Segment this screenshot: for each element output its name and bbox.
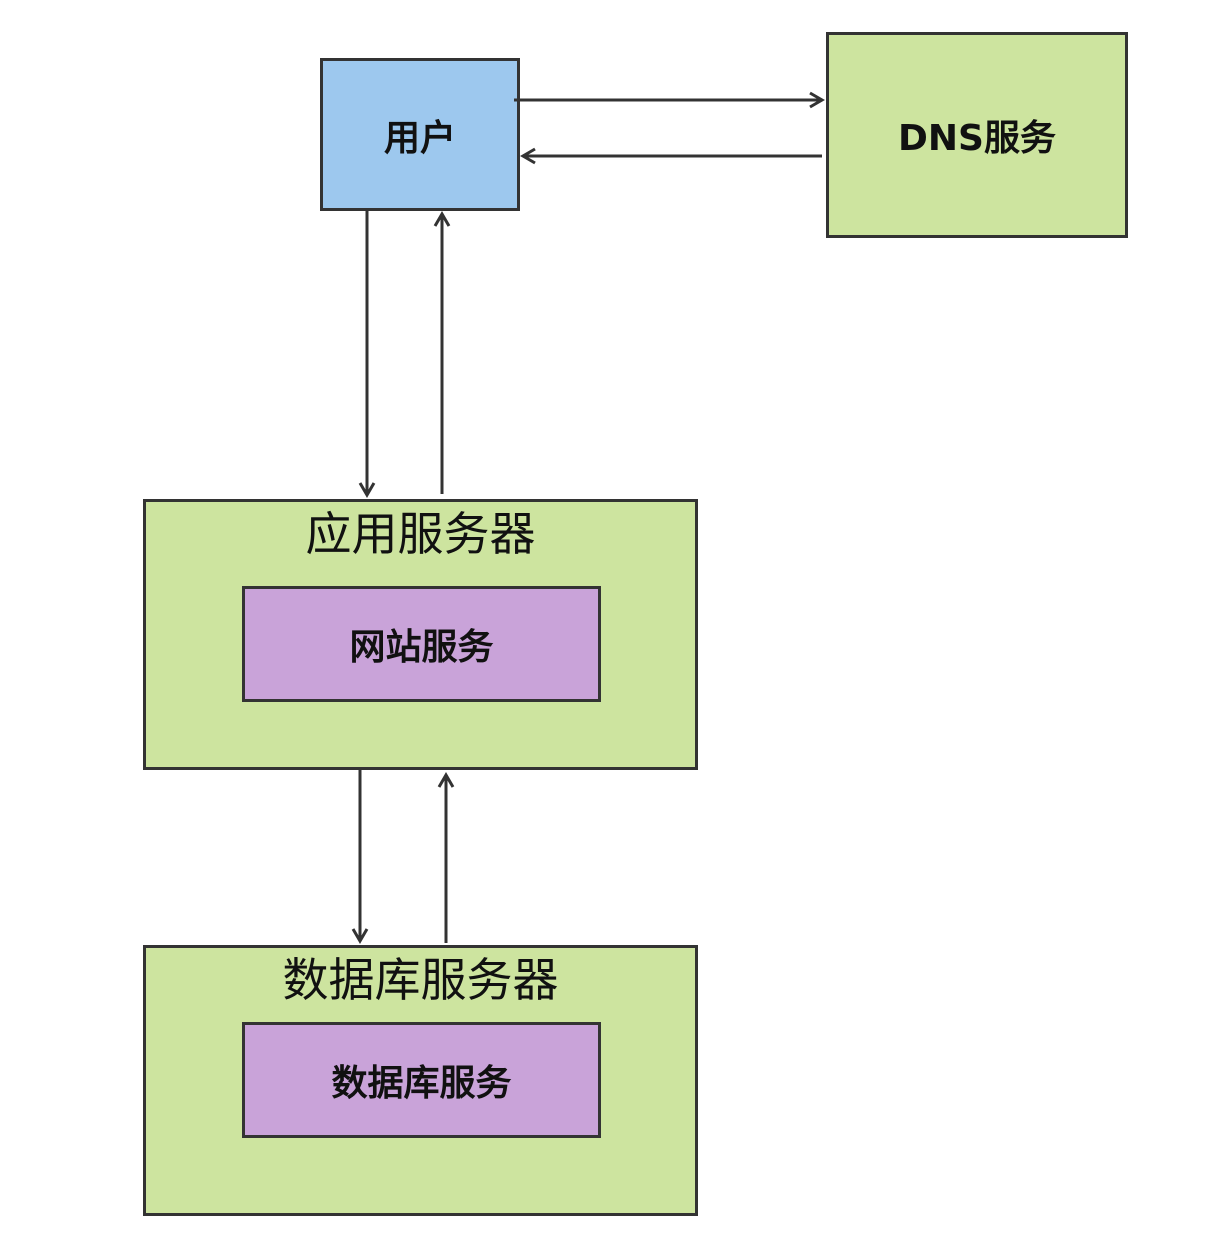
web-service-label: 网站服务 bbox=[349, 627, 494, 668]
db-server-label: 数据库服务器 bbox=[282, 953, 559, 1007]
arrow-user-to-dns bbox=[514, 91, 825, 109]
web-service-node: 网站服务 bbox=[242, 586, 601, 702]
db-service-node: 数据库服务 bbox=[242, 1022, 601, 1138]
user-label: 用户 bbox=[383, 117, 456, 159]
arrow-db-server-to-app-server bbox=[437, 772, 455, 943]
app-server-label: 应用服务器 bbox=[305, 507, 536, 561]
arrow-app-server-to-user bbox=[433, 211, 451, 494]
dns-service-label: DNS服务 bbox=[898, 118, 1056, 159]
db-service-label: 数据库服务 bbox=[331, 1063, 512, 1104]
app-server-node: 应用服务器 bbox=[143, 499, 698, 770]
arrow-dns-to-user bbox=[520, 147, 822, 165]
dns-service-node: DNS服务 bbox=[826, 32, 1128, 238]
user-node: 用户 bbox=[320, 58, 520, 211]
arrow-user-to-app-server bbox=[358, 208, 376, 498]
arrow-app-server-to-db-server bbox=[351, 767, 369, 944]
